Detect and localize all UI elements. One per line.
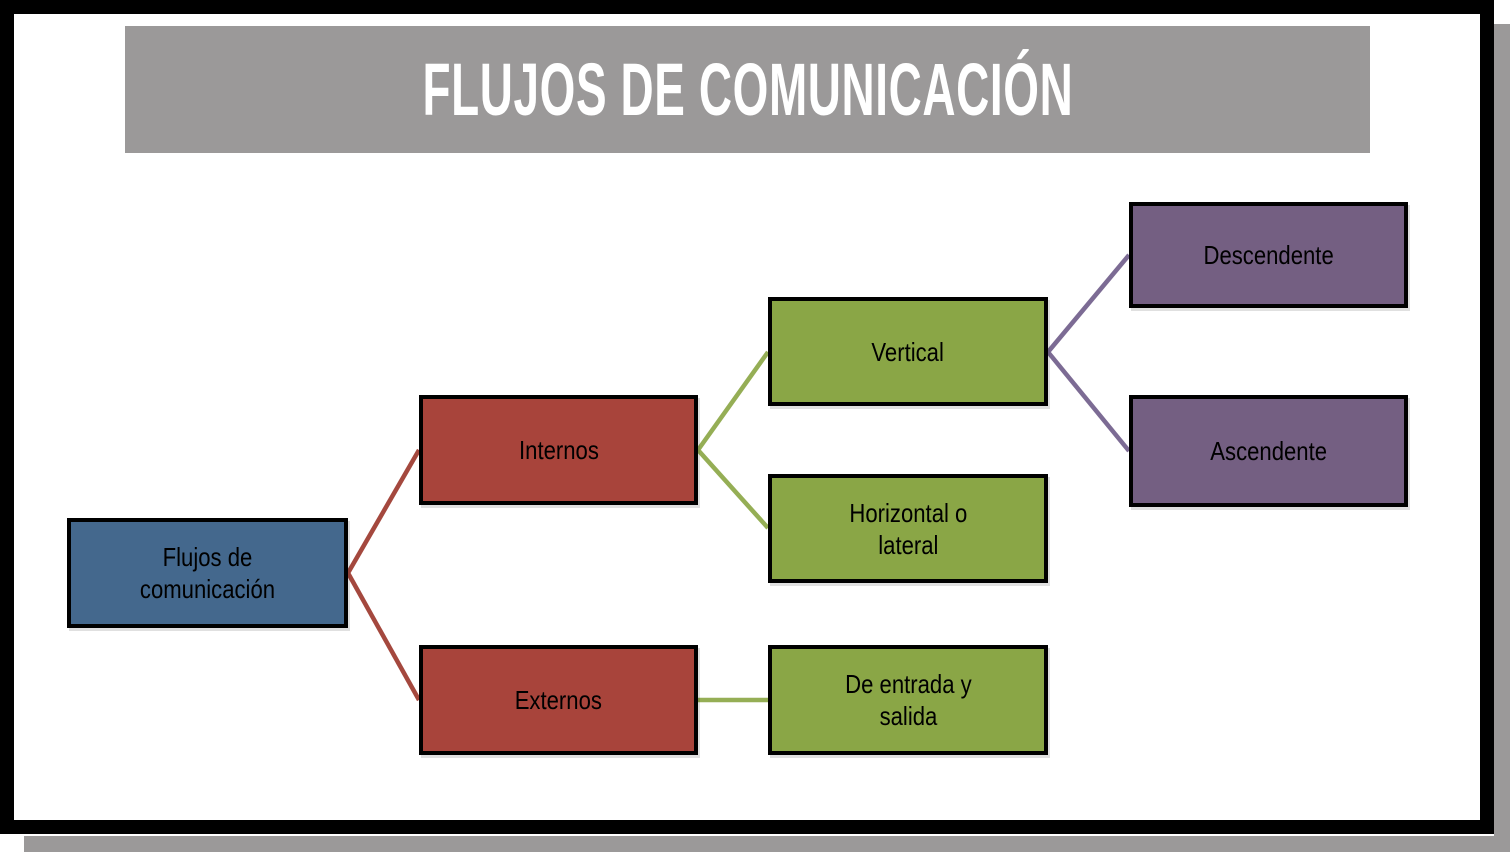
node-label: De entrada y salida [844, 669, 972, 731]
page-title: FLUJOS DE COMUNICACIÓN [422, 48, 1073, 131]
node-internos: Internos [419, 395, 698, 505]
node-flujos-de-comunicacion: Flujos de comunicación [67, 518, 348, 628]
title-banner: FLUJOS DE COMUNICACIÓN [125, 26, 1370, 153]
node-label: Descendente [1203, 240, 1334, 270]
node-label: Ascendente [1210, 436, 1327, 466]
node-ascendente: Ascendente [1129, 395, 1408, 507]
node-label: Horizontal o lateral [849, 497, 967, 560]
node-externos: Externos [419, 645, 698, 755]
node-vertical: Vertical [768, 297, 1048, 406]
node-de-entrada-y-salida: De entrada y salida [768, 645, 1048, 755]
slide-drop-shadow-right [1494, 24, 1510, 852]
node-label: Externos [514, 685, 603, 715]
slide-drop-shadow-bottom [24, 836, 1510, 852]
node-descendente: Descendente [1129, 202, 1408, 308]
node-label: Internos [518, 435, 599, 465]
node-label: Flujos de comunicación [139, 542, 276, 604]
node-horizontal-o-lateral: Horizontal o lateral [768, 474, 1048, 583]
node-label: Vertical [871, 336, 945, 367]
